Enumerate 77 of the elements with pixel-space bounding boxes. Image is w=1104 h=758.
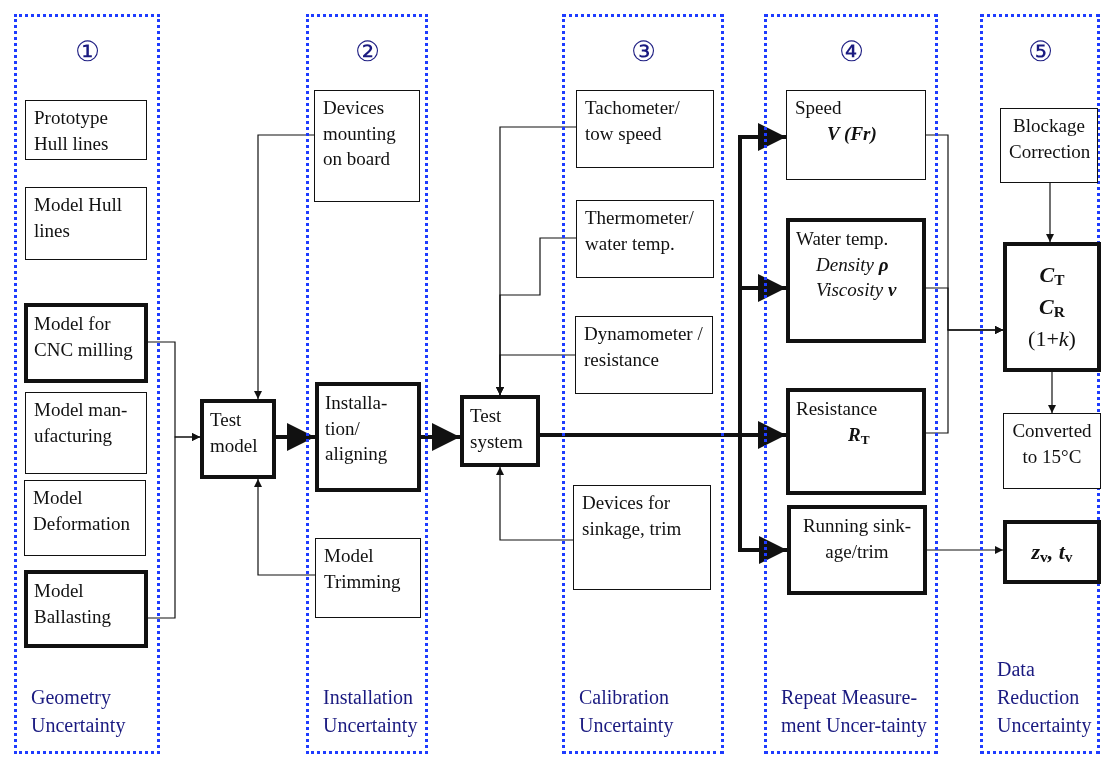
process-box [786,388,926,495]
uncertainty-group-panel [14,14,160,754]
process-box [576,90,714,168]
box-label: Converted to 15°C [1012,419,1092,469]
box-label: Density ρ Viscosity ν [815,252,898,303]
step-number: ② [354,35,380,68]
process-box [573,485,711,590]
group-caption: Data Reduction Uncertainty [997,658,1092,736]
arrow [926,545,1004,555]
process-box [1003,520,1101,584]
uncertainty-group-panel [764,14,938,754]
box-label: (1+k) [1027,325,1077,354]
arrow [147,432,201,619]
arrow [1045,182,1055,243]
box-label: Test system [470,404,524,454]
uncertainty-group-panel [562,14,724,754]
arrow [421,423,460,451]
process-box [315,382,421,492]
process-box [576,200,714,278]
box-label: Model Hull lines [34,193,124,243]
process-box [315,538,421,618]
box-label: Devices mounting on board [323,96,397,172]
box-label: Tachometer/ tow speed [585,96,681,146]
box-label: Prototype Hull lines [34,106,110,156]
box-label: Model man-ufacturing [34,398,129,448]
box-label: C$_{T}$ [1038,260,1066,290]
process-box [787,505,927,595]
box-label: Thermometer/ water temp. [585,206,695,256]
process-box [24,480,146,556]
group-caption: Repeat Measure-ment Uncer-tainty [781,686,927,736]
process-box [25,100,147,160]
box-label: C$_{R}$ [1038,293,1066,323]
box-label: Devices for sinkage, trim [582,491,683,541]
group-caption: Calibration Uncertainty [579,686,674,736]
step-number: ④ [838,35,864,68]
box-label: Installa-tion/ aligning [325,391,389,467]
uncertainty-group-panel [980,14,1100,754]
step-number: ⑤ [1027,35,1053,68]
box-label: Model Deformation [33,486,132,536]
box-label: Model Ballasting [34,579,113,629]
process-box [1003,242,1101,372]
process-box [786,218,926,343]
group-caption: Installation Uncertainty [323,686,418,736]
box-label: Speed [795,96,843,120]
process-box [460,395,540,467]
uncertainty-group-panel [306,14,428,754]
process-box [314,90,420,202]
process-box [24,303,148,383]
box-label: z$_{v}$, t$_{v}$ [1030,537,1074,567]
box-label: Model Trimming [324,544,402,594]
box-label: Test model [210,408,259,458]
arrow [253,134,315,400]
group-caption: Geometry Uncertainty [31,686,126,736]
arrow [253,478,316,576]
process-box [24,570,148,648]
process-box [25,187,147,260]
box-label: V (Fr) [826,121,878,146]
box-label: Blockage Correction [1009,114,1089,164]
arrow [495,466,574,541]
step-number: ③ [630,35,656,68]
arrow [1047,371,1057,414]
box-label: Water temp. [796,227,890,251]
box-label: Running sink-age/trim [801,514,913,564]
box-label: Dynamometer / resistance [584,322,704,372]
box-label: Resistance [796,397,879,421]
process-box [1003,413,1101,489]
process-box [1000,108,1098,183]
arrow [276,423,315,451]
arrow [925,325,1004,434]
process-box [200,399,276,479]
process-box [786,90,926,180]
box-label: R$_{T}$ [847,422,871,449]
arrow [495,354,576,396]
process-box [25,392,147,474]
box-label: Model for CNC milling [34,312,134,362]
process-box [575,316,713,394]
step-number: ① [74,35,100,68]
